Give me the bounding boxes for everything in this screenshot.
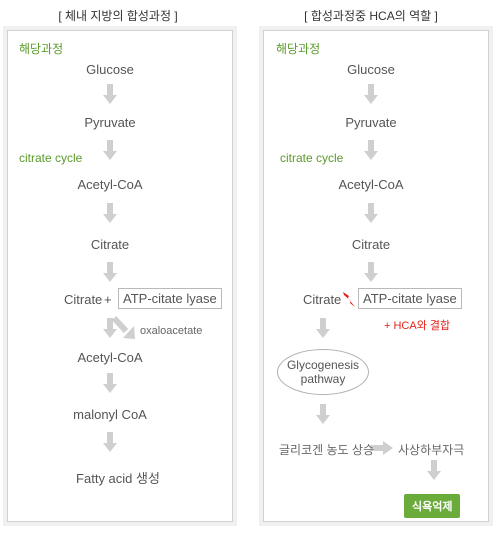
left-step-acetyl-coa: Acetyl-CoA (77, 177, 143, 192)
appetite-suppression-badge: 식욕억제 (404, 494, 461, 518)
right-citrate-reactant: Citrate (303, 292, 342, 307)
right-arrow-down-icon (364, 140, 378, 160)
right-step-citrate: Citrate (351, 237, 391, 252)
left-arrow-down-icon (103, 373, 117, 393)
left-glycolysis-label: 해당과정 (19, 42, 64, 56)
right-citrate-cycle-label: citrate cycle (280, 151, 344, 165)
right-arrow-down-icon (364, 262, 378, 282)
left-arrow-down-icon (103, 262, 117, 282)
left-citrate-cycle-label: citrate cycle (19, 151, 83, 165)
right-arrow-down-icon (316, 318, 330, 338)
left-panel (7, 30, 233, 522)
right-step-pyruvate: Pyruvate (345, 115, 397, 130)
glycogenesis-line2: pathway (300, 372, 346, 386)
left-citrate-reactant: Citrate (64, 292, 103, 307)
left-arrow-down-icon (103, 140, 117, 160)
right-arrow-down-icon (427, 460, 441, 480)
right-glycolysis-label: 해당과정 (276, 42, 321, 56)
left-step-fatty-acid: Fatty acid 생성 (76, 471, 160, 486)
arrow-right-icon (370, 441, 393, 455)
glycogenesis-line1: Glycogenesis (286, 358, 360, 372)
left-arrow-down-icon (103, 432, 117, 452)
left-step-malonyl-coa: malonyl CoA (73, 407, 147, 422)
plus-sign: + (104, 292, 112, 307)
left-arrow-down-icon (103, 203, 117, 223)
glycogen-rise-label: 글리코겐 농도 상승 (279, 443, 374, 457)
inhibition-bolt-icon (343, 292, 355, 307)
right-enzyme-box: ATP-citate lyase (358, 288, 462, 309)
left-step-glucose: Glucose (86, 62, 134, 77)
left-enzyme-box: ATP-citate lyase (118, 288, 222, 309)
left-arrow-down-icon (103, 84, 117, 104)
right-arrow-down-icon (364, 203, 378, 223)
right-panel-title: [ 합성과정중 HCA의 역할 ] (304, 9, 438, 23)
diagonal-arrow-icon (111, 315, 135, 339)
right-panel (263, 30, 489, 522)
right-arrow-down-icon (316, 404, 330, 424)
left-step-pyruvate: Pyruvate (84, 115, 136, 130)
left-step-citrate: Citrate (90, 237, 130, 252)
glycogenesis-pathway-node: Glycogenesis pathway (277, 349, 369, 395)
right-step-glucose: Glucose (347, 62, 395, 77)
satiety-label: 사상하부자극 (398, 443, 465, 457)
left-panel-title: [ 체내 지방의 합성과정 ] (58, 9, 178, 23)
right-arrow-down-icon (364, 84, 378, 104)
right-step-acetyl-coa: Acetyl-CoA (338, 177, 404, 192)
oxaloacetate-label: oxaloacetate (140, 325, 203, 337)
hca-binding-label: + HCA와 결합 (384, 320, 451, 332)
left-step-acetyl-coa-2: Acetyl-CoA (77, 350, 143, 365)
